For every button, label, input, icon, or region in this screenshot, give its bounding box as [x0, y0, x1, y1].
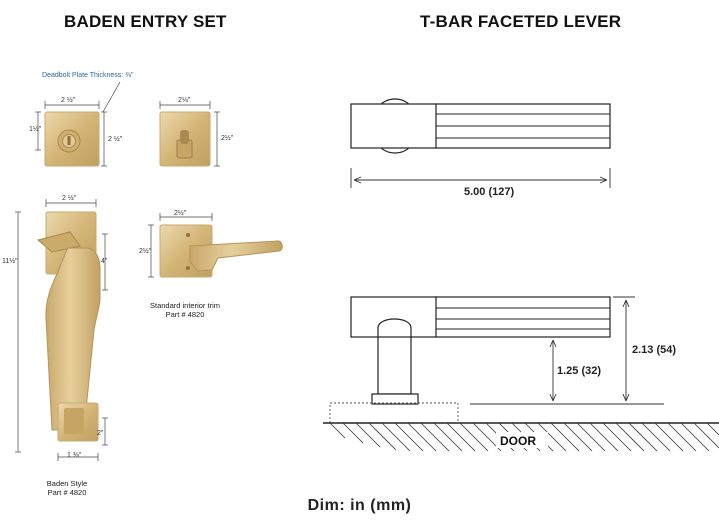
handleset-height-label: 11½"	[2, 258, 18, 265]
lever-trim-dimension-lines	[148, 213, 213, 278]
handleset-upper-label: 4"	[101, 258, 108, 265]
baden-style-caption-line2: Part # 4820	[47, 488, 87, 497]
thumbturn-width-label: 2⅛"	[178, 97, 191, 104]
lever-trim-height-label: 2½"	[139, 248, 152, 255]
door-label: DOOR	[500, 434, 536, 448]
handleset-width-label: 2 ½"	[62, 195, 77, 202]
deadbolt-dimension-lines	[35, 81, 121, 167]
interior-trim-caption: Standard interior trim Part # 4820	[140, 301, 230, 319]
height-dimension-lines	[470, 296, 664, 405]
rose-dimension-label: 1.25 (32)	[557, 365, 602, 377]
interior-lever-trim	[159, 224, 283, 278]
lever-side-view	[350, 296, 611, 405]
handleset	[36, 211, 101, 442]
handleset-base-label: 1 ⅜"	[67, 452, 82, 459]
deadbolt-plate	[44, 111, 100, 167]
deadbolt-thickness-note: Deadbolt Plate Thickness: ⅜"	[42, 72, 134, 79]
door-surface	[323, 402, 719, 452]
left-title: BADEN ENTRY SET	[64, 12, 227, 31]
length-dimension-line	[350, 168, 611, 188]
units-footer: Dim: in (mm)	[307, 497, 412, 514]
handleset-dimension-lines	[15, 199, 108, 461]
interior-trim-caption-line2: Part # 4820	[165, 310, 205, 319]
interior-trim-caption-line1: Standard interior trim	[149, 301, 221, 310]
baden-style-caption-line1: Baden Style	[46, 479, 88, 488]
height-dimension-label: 2.13 (54)	[632, 344, 677, 356]
thumbturn-height-label: 2½"	[221, 135, 234, 142]
lever-trim-width-label: 2½"	[174, 210, 187, 217]
right-title: T-BAR FACETED LEVER	[420, 12, 622, 31]
deadbolt-height-label: 2 ½"	[108, 136, 123, 143]
thumbturn-plate	[159, 111, 211, 167]
deadbolt-left-label: 1½"	[29, 126, 42, 133]
lever-top-view	[350, 98, 611, 154]
length-dimension-label: 5.00 (127)	[464, 186, 515, 198]
handleset-lower-label: 2"	[97, 430, 104, 437]
deadbolt-width-label: 2 ½"	[61, 97, 76, 104]
thumbturn-dimension-lines	[159, 101, 220, 167]
baden-style-caption: Baden Style Part # 4820	[37, 479, 97, 497]
